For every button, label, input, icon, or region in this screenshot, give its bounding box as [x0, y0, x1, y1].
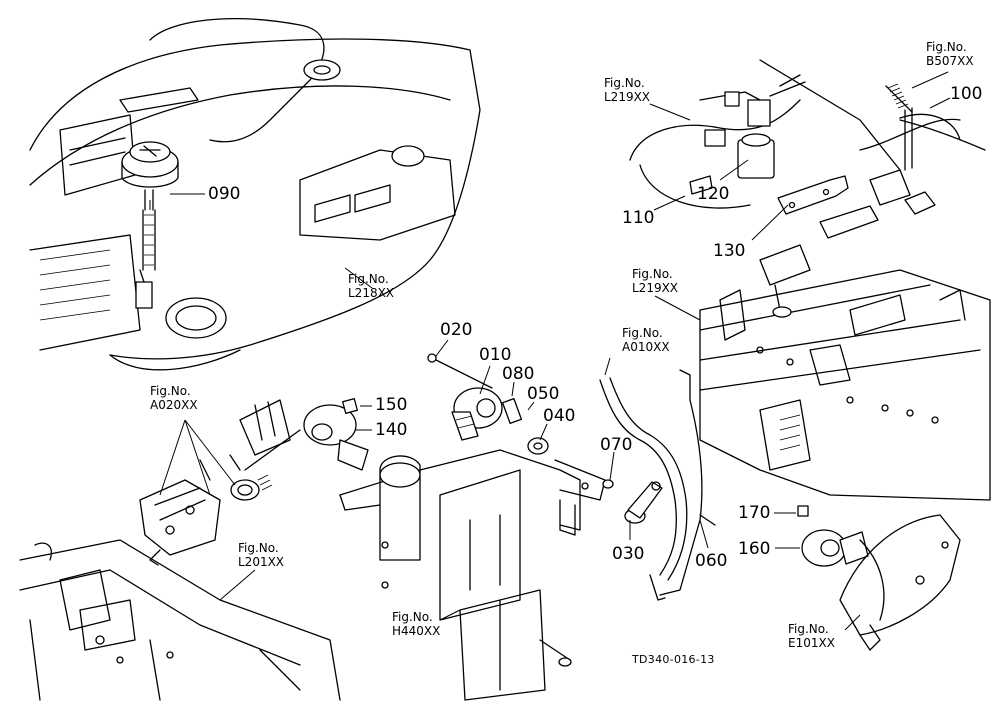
fig-ref-number: A020XX [150, 398, 198, 412]
lever-030 [602, 479, 663, 524]
fig-ref-a010[interactable]: Fig.No. A010XX [622, 326, 670, 354]
plate-e101 [839, 514, 961, 651]
part-label-100: 100 [950, 84, 983, 104]
fig-ref-l218[interactable]: Fig.No. L218XX [348, 272, 394, 300]
part-label-170: 170 [738, 503, 771, 523]
fig-ref-number: H440XX [392, 624, 441, 638]
part-label-030: 030 [612, 544, 645, 564]
fig-ref-b507[interactable]: Fig.No. B507XX [926, 40, 974, 68]
fig-ref-caption: Fig.No. [632, 267, 673, 281]
part-label-080: 080 [502, 364, 535, 384]
part-label-070: 070 [600, 435, 633, 455]
drawing-code: TD340-016-13 [632, 653, 715, 666]
part-label-010: 010 [479, 345, 512, 365]
solenoid-assembly [629, 59, 986, 239]
spring-100 [885, 83, 961, 171]
fig-ref-number: L201XX [238, 555, 285, 569]
fig-ref-number: B507XX [926, 54, 974, 68]
part-label-090: 090 [208, 184, 241, 204]
fig-ref-a020[interactable]: Fig.No. A020XX [150, 384, 198, 412]
fig-ref-l219-mid[interactable]: Fig.No. L219XX [632, 267, 678, 295]
fig-ref-caption: Fig.No. [926, 40, 967, 54]
fig-ref-number: L219XX [604, 90, 651, 104]
chassis-l201 [19, 539, 341, 701]
part-label-110: 110 [622, 208, 655, 228]
leader-lines [149, 71, 951, 631]
bracket-a020 [139, 399, 291, 566]
fig-ref-caption: Fig.No. [392, 610, 433, 624]
fig-ref-caption: Fig.No. [788, 622, 829, 636]
fig-ref-caption: Fig.No. [604, 76, 645, 90]
part-label-020: 020 [440, 320, 473, 340]
fig-ref-number: L219XX [632, 281, 679, 295]
fig-ref-caption: Fig.No. [622, 326, 663, 340]
fig-ref-caption: Fig.No. [238, 541, 279, 555]
part-label-050: 050 [527, 384, 560, 404]
part-label-040: 040 [543, 406, 576, 426]
fig-ref-caption: Fig.No. [348, 272, 389, 286]
fender-housing [29, 18, 481, 371]
fig-ref-e101[interactable]: Fig.No. E101XX [788, 622, 835, 650]
sensor-010 [427, 353, 549, 455]
fig-ref-l201[interactable]: Fig.No. L201XX [238, 541, 284, 569]
sensor-140 [244, 398, 369, 471]
sensor-160 [797, 505, 869, 567]
engine-block [699, 244, 991, 501]
fig-ref-number: A010XX [622, 340, 670, 354]
fig-ref-caption: Fig.No. [150, 384, 191, 398]
key-switch-090 [121, 141, 179, 309]
fig-ref-number: L218XX [348, 286, 395, 300]
fig-ref-h440[interactable]: Fig.No. H440XX [392, 610, 440, 638]
part-label-130: 130 [713, 241, 746, 261]
part-label-160: 160 [738, 539, 771, 559]
part-label-150: 150 [375, 395, 408, 415]
frame-bracket [339, 449, 606, 701]
fig-ref-l219-top[interactable]: Fig.No. L219XX [604, 76, 650, 104]
part-label-060: 060 [695, 551, 728, 571]
part-label-140: 140 [375, 420, 408, 440]
fig-ref-number: E101XX [788, 636, 835, 650]
rod-a010 [599, 369, 716, 601]
part-label-120: 120 [697, 184, 730, 204]
